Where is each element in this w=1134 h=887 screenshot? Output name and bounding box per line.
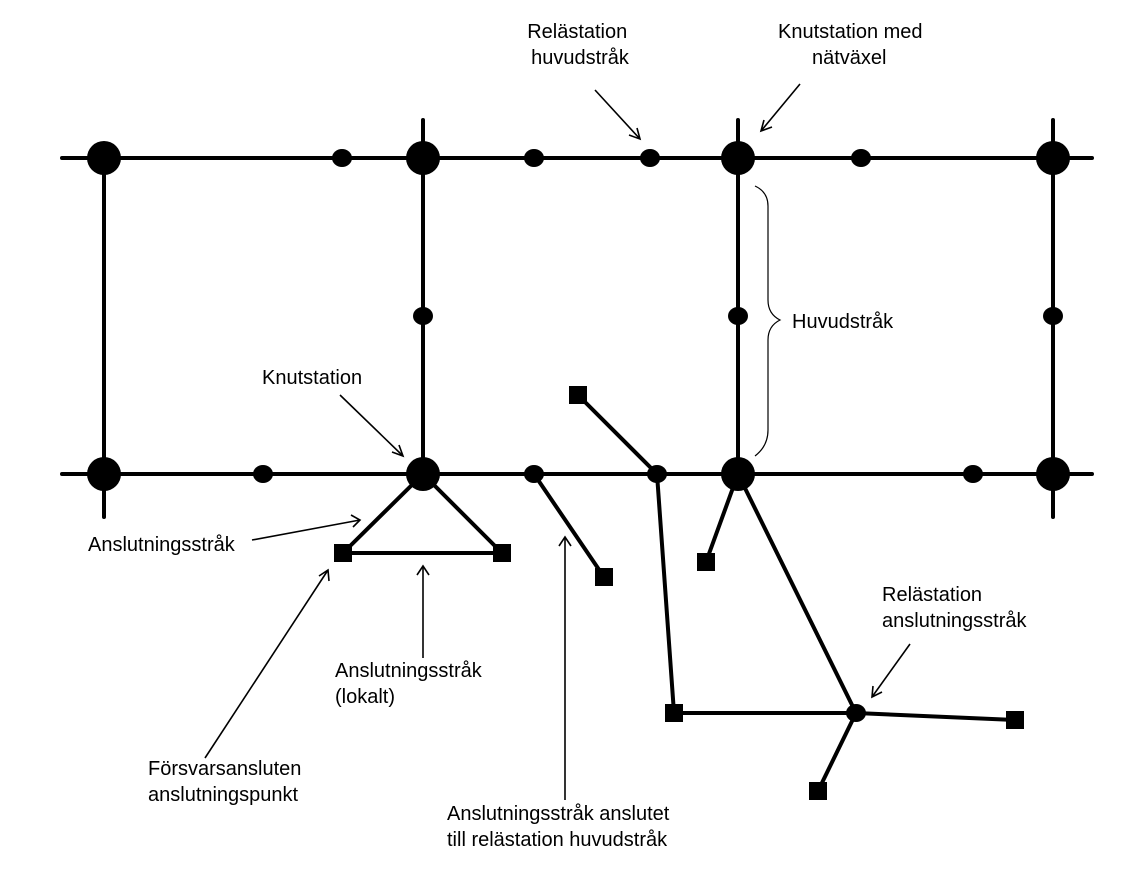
connection-point — [809, 782, 827, 800]
access-link-relay-to-point — [532, 472, 606, 579]
relay-station — [524, 149, 544, 167]
label-knutstation: Knutstation — [262, 367, 362, 389]
connection-point — [493, 544, 511, 562]
label-anslutningsstrak-lokalt: Anslutningsstråk (lokalt) — [335, 660, 487, 708]
arrow-knutstation — [339, 394, 405, 458]
label-knutstation-med-natvaxel: Knutstation med nätväxel — [778, 21, 928, 69]
huvudstrak-brace — [754, 185, 782, 457]
relay-station-trunk — [640, 149, 660, 167]
relay-station — [851, 149, 871, 167]
connection-points — [334, 386, 1024, 800]
arrow-anslutningsstrak-anslutet — [558, 535, 572, 800]
arrow-knutstation-med-natvaxel — [759, 83, 801, 133]
node-station — [87, 457, 121, 491]
node-stations — [87, 141, 1070, 491]
node-station — [1036, 457, 1070, 491]
relay-station-access — [846, 704, 866, 722]
label-relastation-huvudstrak: Relästation huvudstråk — [527, 21, 633, 69]
arrow-relastation-huvudstrak — [594, 89, 642, 141]
label-anslutningsstrak-anslutet: Anslutningsstråk anslutet till relästati… — [447, 803, 675, 851]
label-relastation-anslutningsstrak: Relästation anslutningsstråk — [882, 584, 1028, 632]
relay-station — [1043, 307, 1063, 325]
relay-station — [963, 465, 983, 483]
label-huvudstrak: Huvudstråk — [792, 311, 894, 333]
connection-point — [1006, 711, 1024, 729]
node-station — [1036, 141, 1070, 175]
access-link-knut-to-relay — [736, 472, 858, 715]
access-link-down — [655, 472, 676, 715]
relay-station — [647, 465, 667, 483]
access-links — [341, 393, 1017, 793]
node-station-with-switch — [721, 141, 755, 175]
connection-point — [595, 568, 613, 586]
access-link-upper — [576, 393, 659, 476]
connection-point — [697, 553, 715, 571]
label-forsvarsansluten: Försvarsansluten anslutningspunkt — [148, 758, 307, 806]
connection-point — [334, 544, 352, 562]
relay-station — [524, 465, 544, 483]
node-station — [406, 457, 440, 491]
arrow-anslutningsstrak — [251, 514, 362, 541]
connection-point — [665, 704, 683, 722]
access-link-knut-right — [421, 472, 504, 555]
relay-station — [413, 307, 433, 325]
label-anslutningsstrak: Anslutningsstråk — [88, 534, 236, 556]
arrows — [204, 83, 911, 800]
relay-station — [332, 149, 352, 167]
node-station — [87, 141, 121, 175]
node-station — [721, 457, 755, 491]
relay-station — [253, 465, 273, 483]
relay-station — [728, 307, 748, 325]
arrow-forsvarsansluten — [204, 568, 330, 759]
arrow-anslutningsstrak-lokalt — [416, 564, 430, 658]
node-station — [406, 141, 440, 175]
relay-stations — [253, 149, 1063, 722]
connection-point — [569, 386, 587, 404]
main-trunk-lines — [60, 118, 1094, 519]
access-link-knut-left — [341, 472, 425, 555]
arrow-relastation-anslutningsstrak — [871, 643, 911, 699]
access-link-to-bottom-point — [816, 711, 858, 793]
access-link-to-right-point — [854, 711, 1017, 722]
